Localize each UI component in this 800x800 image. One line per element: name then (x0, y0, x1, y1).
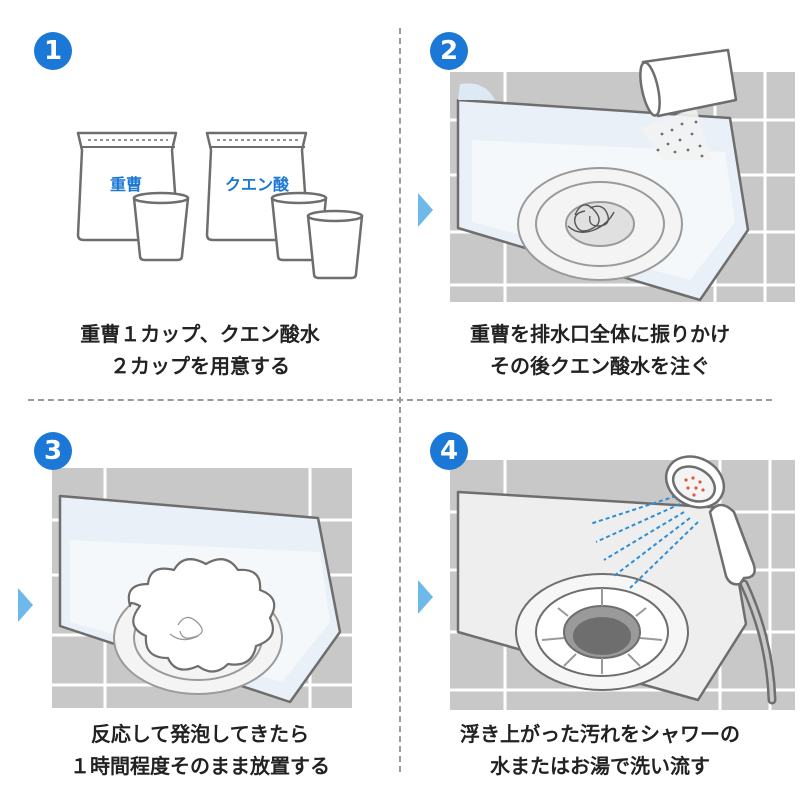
arrow-right-icon (418, 193, 433, 227)
foam-bubbles (127, 558, 276, 673)
step-4-panel: 4 浮き上がった汚れをシャワーの 水またはお湯で洗い流す (400, 400, 800, 800)
foaming-drain-illustration (52, 468, 352, 708)
step-number-badge: 4 (430, 432, 468, 470)
caption-line-2: １時間程度そのまま放置する (70, 754, 330, 778)
shower-head (664, 455, 756, 586)
citric-acid-label: クエン酸 (225, 175, 290, 194)
rinsing-with-shower-illustration (450, 455, 795, 710)
sprinkling-baking-soda-illustration (450, 48, 795, 302)
tilted-cup (639, 48, 738, 118)
step-caption: 浮き上がった汚れをシャワーの 水またはお湯で洗い流す (400, 718, 800, 782)
caption-line-2: その後クエン酸水を注ぐ (490, 354, 710, 378)
spray-nozzles (684, 476, 705, 497)
step-3-panel: 3 反応して発泡してきたら １時間程度そのまま放置する (0, 400, 400, 800)
step-number-badge: 2 (430, 32, 468, 70)
cups (132, 191, 364, 280)
step-caption: 重曹を排水口全体に振りかけ その後クエン酸水を注ぐ (400, 318, 800, 382)
clean-drain (515, 573, 689, 691)
cup-3 (306, 214, 364, 280)
caption-line-1: 反応して発泡してきたら (90, 722, 310, 746)
cup-1 (132, 196, 190, 262)
baking-soda-label: 重曹 (110, 175, 142, 194)
baking-soda-stream (640, 108, 712, 160)
caption-line-1: 浮き上がった汚れをシャワーの (460, 722, 740, 746)
step-caption: 重曹１カップ、クエン酸水 ２カップを用意する (0, 318, 400, 382)
water-spray (589, 495, 699, 589)
caption-line-2: 水またはお湯で洗い流す (490, 754, 710, 778)
caption-line-1: 重曹を排水口全体に振りかけ (470, 322, 730, 346)
step-1-panel: 重曹 クエン酸 1 重曹１カップ、クエン酸水 ２カップを用意する (0, 0, 400, 400)
step-caption: 反応して発泡してきたら １時間程度そのまま放置する (0, 718, 400, 782)
arrow-right-icon (418, 580, 433, 614)
drain (517, 167, 683, 281)
caption-line-1: 重曹１カップ、クエン酸水 (80, 322, 320, 346)
hair-clump (567, 204, 615, 233)
horizontal-divider (28, 399, 772, 401)
arrow-right-icon (18, 588, 33, 622)
caption-line-2: ２カップを用意する (110, 354, 290, 378)
step-number-badge: 1 (34, 32, 72, 70)
baking-soda-and-citric-acid-illustration: 重曹 クエン酸 (76, 131, 364, 280)
step-number-badge: 3 (34, 432, 72, 470)
step-2-panel: 2 重曹を排水口全体に振りかけ その後クエン酸水を注ぐ (400, 0, 800, 400)
